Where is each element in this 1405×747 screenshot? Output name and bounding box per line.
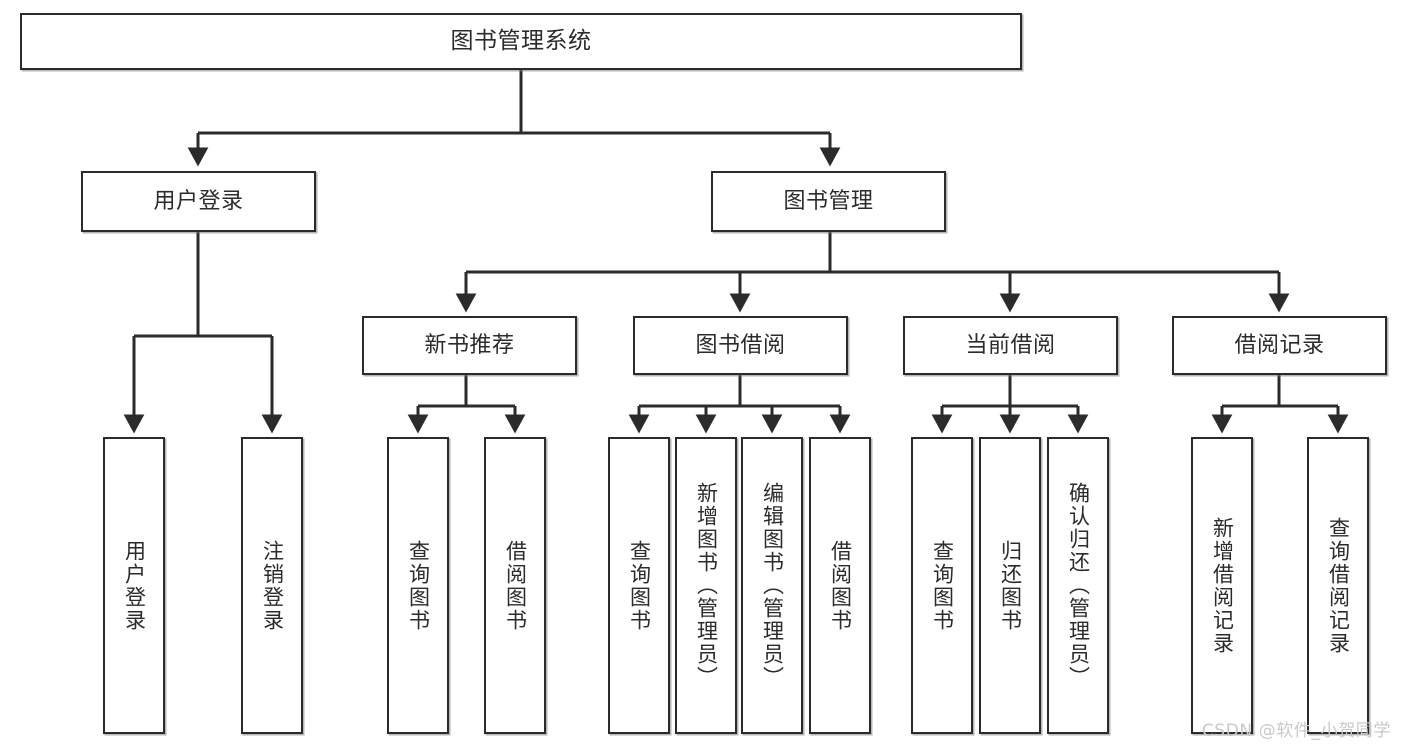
node-label: 确认归还（管理员） bbox=[1066, 482, 1091, 689]
leaf-borrow-borrow-book[interactable]: 借阅图书 bbox=[809, 437, 871, 734]
node-label: 注销登录 bbox=[260, 539, 285, 632]
node-root-system[interactable]: 图书管理系统 bbox=[20, 13, 1022, 70]
leaf-user-login-logout[interactable]: 注销登录 bbox=[241, 437, 303, 734]
leaf-recommend-query-book[interactable]: 查询图书 bbox=[387, 437, 449, 734]
leaf-record-query-record[interactable]: 查询借阅记录 bbox=[1307, 437, 1369, 734]
node-new-book-recommend[interactable]: 新书推荐 bbox=[362, 316, 577, 375]
node-label: 归还图书 bbox=[998, 539, 1023, 632]
leaf-current-query-book[interactable]: 查询图书 bbox=[911, 437, 973, 734]
node-borrow-record[interactable]: 借阅记录 bbox=[1172, 316, 1387, 375]
node-label: 图书管理系统 bbox=[450, 27, 592, 54]
leaf-current-return-book[interactable]: 归还图书 bbox=[979, 437, 1041, 734]
node-label: 借阅记录 bbox=[1234, 332, 1325, 358]
node-label: 查询图书 bbox=[406, 539, 431, 632]
leaf-record-add-record[interactable]: 新增借阅记录 bbox=[1191, 437, 1253, 734]
node-label: 用户登录 bbox=[122, 539, 147, 632]
node-label: 图书借阅 bbox=[695, 332, 786, 358]
node-label: 新增借阅记录 bbox=[1210, 516, 1235, 655]
node-label: 当前借阅 bbox=[965, 332, 1056, 358]
node-user-login[interactable]: 用户登录 bbox=[81, 171, 316, 232]
node-label: 查询图书 bbox=[627, 539, 652, 632]
node-book-borrow[interactable]: 图书借阅 bbox=[633, 316, 848, 375]
node-label: 新书推荐 bbox=[424, 332, 515, 358]
node-label: 查询借阅记录 bbox=[1326, 516, 1351, 655]
leaf-user-login-login[interactable]: 用户登录 bbox=[103, 437, 165, 734]
node-label: 借阅图书 bbox=[828, 539, 853, 632]
node-label: 编辑图书（管理员） bbox=[760, 482, 785, 689]
node-label: 用户登录 bbox=[153, 188, 244, 214]
leaf-borrow-query-book[interactable]: 查询图书 bbox=[608, 437, 670, 734]
leaf-borrow-edit-book-admin[interactable]: 编辑图书（管理员） bbox=[741, 437, 803, 734]
node-label: 新增图书（管理员） bbox=[694, 482, 719, 689]
leaf-recommend-borrow-book[interactable]: 借阅图书 bbox=[484, 437, 546, 734]
leaf-borrow-add-book-admin[interactable]: 新增图书（管理员） bbox=[675, 437, 737, 734]
node-label: 查询图书 bbox=[930, 539, 955, 632]
node-label: 图书管理 bbox=[783, 188, 874, 214]
node-current-borrow[interactable]: 当前借阅 bbox=[903, 316, 1118, 375]
node-label: 借阅图书 bbox=[503, 539, 528, 632]
node-book-management[interactable]: 图书管理 bbox=[711, 171, 946, 232]
leaf-current-confirm-return-admin[interactable]: 确认归还（管理员） bbox=[1047, 437, 1109, 734]
watermark: CSDN @软件_小贺同学 bbox=[1201, 721, 1391, 741]
